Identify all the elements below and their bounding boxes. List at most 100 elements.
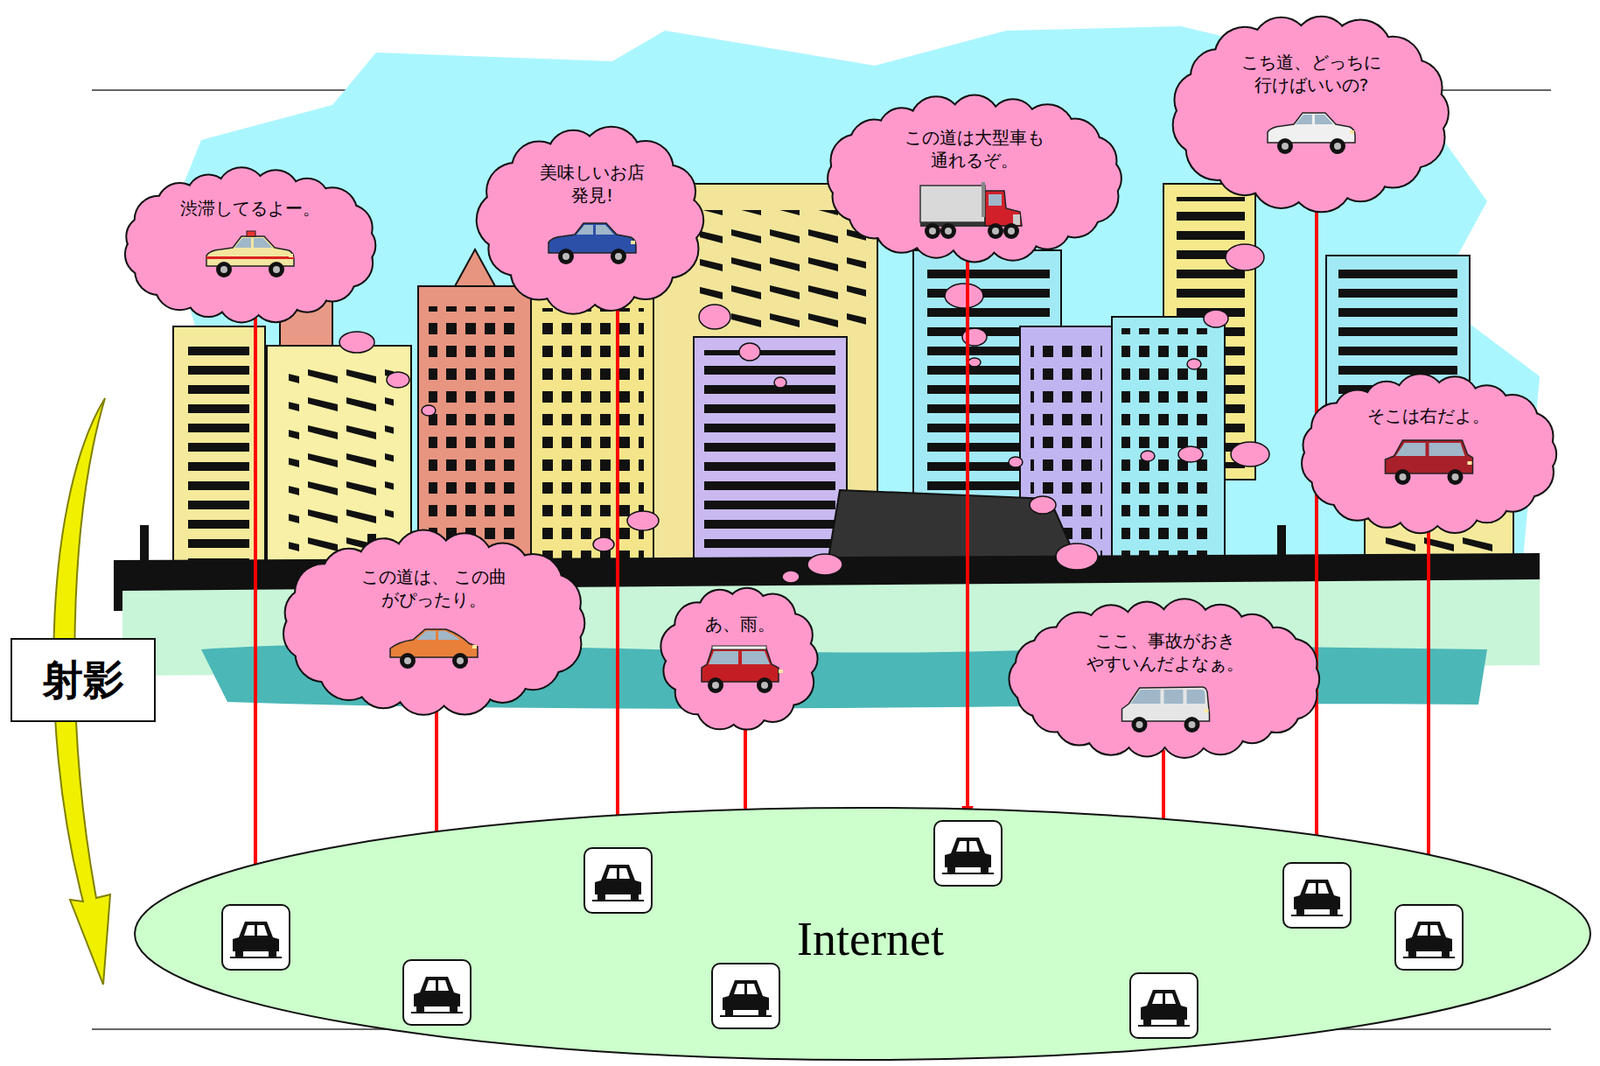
thought-puff-part [1230,441,1270,467]
buildings-part [531,295,654,580]
car-illustration-part [778,669,783,673]
car-icon-outline-part [956,840,980,852]
cloud-outline [283,530,584,714]
thought-puff-part [1203,309,1229,328]
car-illustration-part [988,194,1002,206]
buildings-part [1111,316,1225,572]
car-illustration-part [761,681,769,689]
thought-bubble-outline-part [680,605,799,711]
bubble-text: あ、雨。 [704,612,777,636]
car-icon-outline-part [1283,862,1351,928]
car-icon-outline-part [597,892,606,901]
car-icon-outline-part [594,864,642,895]
internet-ellipse: Internet [132,805,1593,1062]
car-illustration-part [756,677,773,693]
thought-bubble: ここ、事故がおき やすいんだよなぁ。 [1006,595,1326,762]
cloud-fill [125,167,375,322]
car-illustration-part [1203,708,1209,713]
thought-bubble-outline [118,164,382,327]
thought-puff-part [968,357,981,367]
car-illustration-part [1395,442,1465,456]
car-illustration-part [399,652,416,669]
car-icon [583,846,653,914]
thought-bubble-outline-part [306,556,561,689]
car-icon-outline-part [758,1007,767,1016]
car-illustration-part [1446,468,1463,485]
car-illustration-part [985,190,1022,226]
car-icon [402,958,472,1026]
car-illustration-part [630,240,636,245]
network-label: Internet [796,915,946,963]
car-illustration-part [1394,468,1411,485]
car-illustration-part [1130,689,1205,704]
car-icon-outline-part [722,979,769,1010]
cloud-fill [661,587,817,728]
thought-bubble-outline [656,581,824,735]
thought-puff-part [1140,450,1155,462]
car-icon-outline-part [712,963,780,1028]
car-icon-outline-part [244,924,268,936]
car-icon-outline [402,958,472,1026]
car-illustration-part [1329,138,1346,154]
car-illustration-part [712,681,720,689]
thought-bubble-outline [1295,370,1563,538]
cloud-outline [1173,16,1448,211]
thought-puff-part [1008,456,1023,468]
car-icon [711,962,781,1029]
thought-puff-part [339,331,375,353]
buildings-part [699,209,867,333]
buildings-part [428,306,521,569]
cloud-fill [828,96,1121,262]
buildings-part [540,307,644,571]
car-icon-outline-part [1395,904,1463,970]
car-illustration-part [288,253,294,258]
cloud-outline [125,167,375,322]
car-icon-outline-part [980,865,989,874]
car-icon-outline [1129,971,1199,1039]
car-illustration-part [404,656,412,664]
car-illustration-part [944,227,952,235]
car-illustration-part [920,185,986,223]
car-icon-outline-part [1408,949,1417,958]
thought-puff-part [1029,496,1056,514]
thought-puff-part [593,537,615,552]
bubble-text: 渋滞してるよー。 [179,196,322,220]
car-illustration-part [987,223,1004,239]
thought-bubble-outline-part [1199,41,1424,182]
car-icon-outline-part [1152,992,1176,1004]
car-icon-outline-part [592,899,644,902]
car-illustration-part [390,628,478,657]
car-illustration [206,230,294,278]
projection-arrow [965,253,970,820]
car-illustration-part [206,256,294,259]
thought-bubble-outline-part [504,152,679,287]
thought-bubble-outline-part [848,118,1100,238]
car-icon-outline-part [1403,956,1455,958]
car-icon-outline-part [934,820,1002,886]
bubble-text: こち道、どっちに 行けばいいの? [1240,50,1384,97]
car-icon [1282,861,1352,929]
buildings-part [173,326,266,580]
car-illustration-part [1135,720,1143,728]
thought-puff-part [774,377,787,388]
car-illustration-part [701,648,779,682]
bubble-text: この道は、 この曲がぴったり。 [354,565,515,611]
thought-puff-part [807,553,843,575]
car-icon-outline-part [235,949,244,958]
car-illustration-part [1334,142,1342,150]
car-icon-outline-part [1143,1017,1152,1026]
car-icon-outline [1282,861,1352,929]
bubble-text: そこは右だよ。 [1366,404,1492,427]
car-icon-outline [711,962,781,1029]
car-icon [221,903,291,971]
car-icon-outline-part [725,1007,734,1016]
buildings [173,183,1514,613]
thought-bubble-outline-part [144,189,357,301]
car-illustration-part [216,261,232,278]
thought-bubble-outline-part [1320,397,1536,511]
thought-bubble: 渋滞してるよー。 [118,164,382,327]
car-illustration-part [234,237,273,248]
car-illustration-part [220,265,228,273]
car-illustration-part [472,644,477,649]
cloud-fill [477,126,704,313]
